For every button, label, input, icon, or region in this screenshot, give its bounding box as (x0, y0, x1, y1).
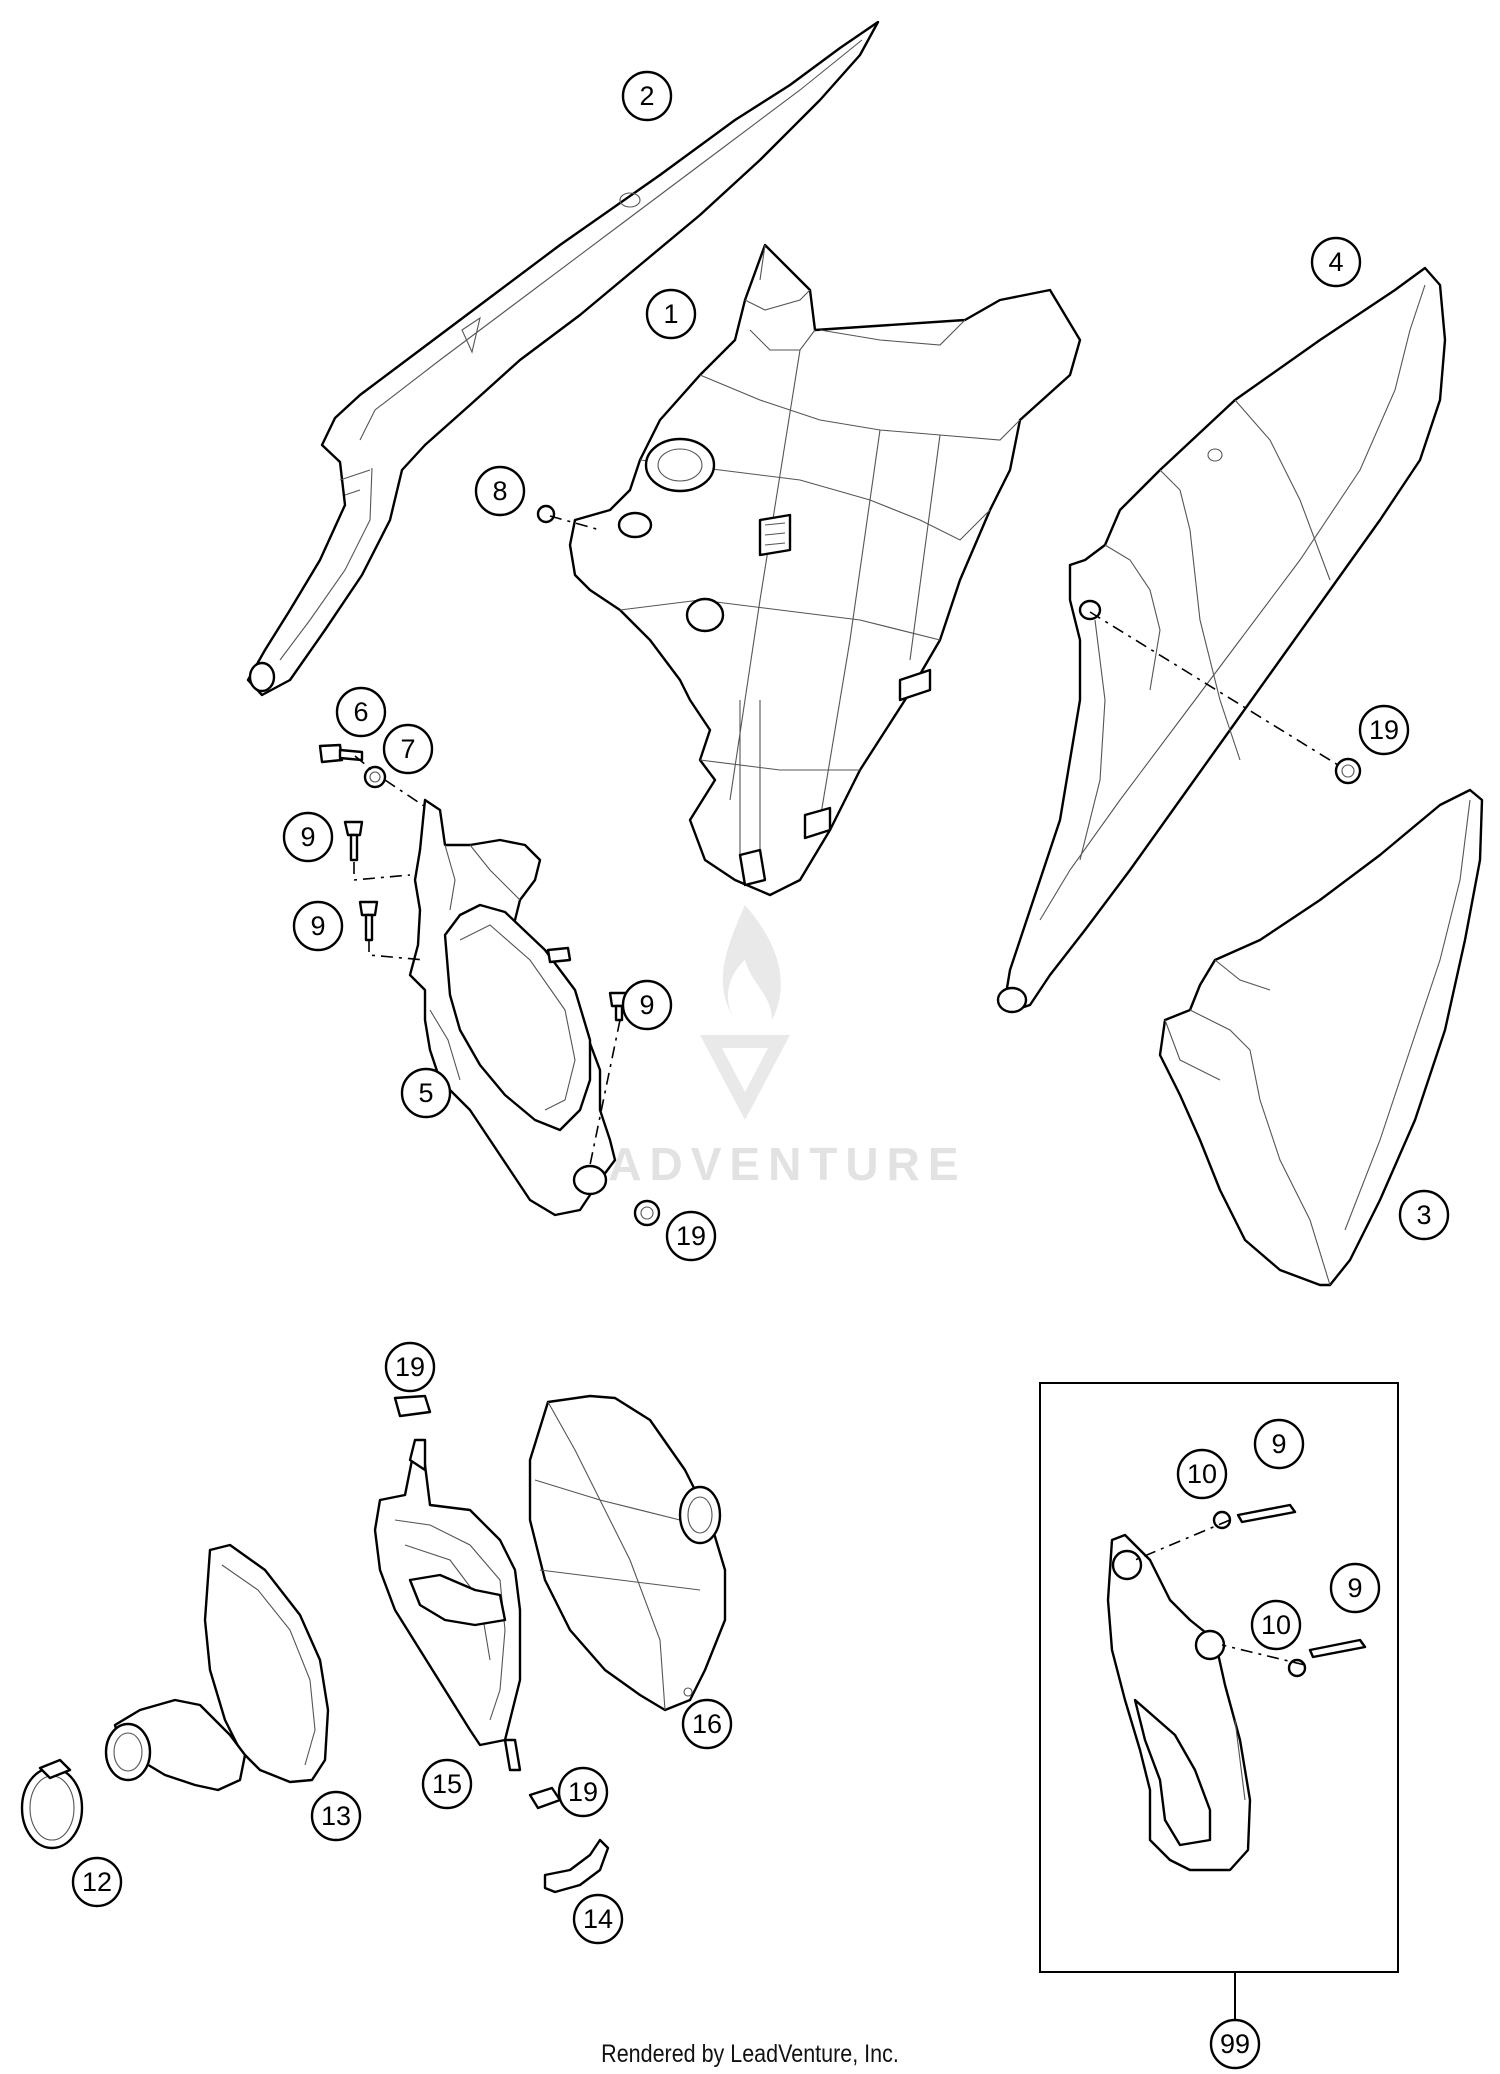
callout-label: 9 (639, 990, 654, 1020)
callout-19b: 19 (665, 1210, 717, 1262)
callout-3: 3 (1398, 1189, 1450, 1241)
callout-label: 7 (400, 734, 415, 764)
part-14-clip (543, 1838, 610, 1894)
callout-label: 10 (1261, 1610, 1291, 1640)
callout-label: 4 (1328, 247, 1343, 277)
callout-9e: 9 (1329, 1562, 1381, 1614)
callout-label: 9 (1347, 1573, 1362, 1603)
leader-lines (353, 515, 1339, 1666)
callout-label: 12 (82, 1867, 112, 1897)
callout-9c: 9 (621, 979, 673, 1031)
callout-label: 13 (321, 1801, 351, 1831)
callout-2: 2 (621, 70, 673, 122)
callout-15: 15 (421, 1758, 473, 1810)
callout-9b: 9 (292, 900, 344, 952)
callout-label: 5 (418, 1078, 433, 1108)
callout-label: 19 (1369, 715, 1399, 745)
callout-label: 9 (310, 911, 325, 941)
callout-12: 12 (71, 1856, 123, 1908)
callout-label: 8 (492, 476, 507, 506)
callout-10b: 10 (1250, 1599, 1302, 1651)
callout-1: 1 (645, 288, 697, 340)
part-12-hose-clamp (20, 1758, 84, 1850)
callout-label: 9 (300, 822, 315, 852)
callout-9d: 9 (1253, 1418, 1305, 1470)
callout-label: 16 (692, 1709, 722, 1739)
part-4-side-panel (996, 266, 1447, 1014)
hardware-upper (318, 504, 1362, 1227)
callout-label: 19 (676, 1221, 706, 1251)
render-credit: Rendered by LeadVenture, Inc. (601, 2040, 899, 2068)
callout-label: 19 (395, 1352, 425, 1382)
callout-9a: 9 (282, 811, 334, 863)
callout-label: 1 (663, 299, 678, 329)
callout-19a: 19 (1358, 704, 1410, 756)
part-3-side-panel (1158, 788, 1484, 1287)
callout-label: 10 (1187, 1459, 1217, 1489)
callout-19c: 19 (384, 1341, 436, 1393)
callout-4: 4 (1310, 236, 1362, 288)
callout-label: 99 (1220, 2029, 1250, 2059)
callout-label: 3 (1416, 1200, 1431, 1230)
callout-10a: 10 (1176, 1448, 1228, 1500)
kit-99-box (1039, 1382, 1399, 2025)
part-15-air-filter (373, 1438, 522, 1772)
callout-5: 5 (400, 1067, 452, 1119)
callout-7: 7 (382, 723, 434, 775)
part-2-cover-strip (246, 20, 880, 697)
callout-label: 6 (353, 697, 368, 727)
callout-99: 99 (1209, 2018, 1261, 2070)
part-13-intake-boot (104, 1543, 330, 1792)
callout-label: 19 (568, 1777, 598, 1807)
callout-label: 15 (432, 1769, 462, 1799)
callout-label: 14 (583, 1904, 613, 1934)
callout-13: 13 (310, 1790, 362, 1842)
callout-6: 6 (335, 686, 387, 738)
callout-label: 9 (1271, 1429, 1286, 1459)
callout-8: 8 (474, 465, 526, 517)
part-5-filter-holder (408, 798, 617, 1217)
callout-19d: 19 (557, 1766, 609, 1818)
part-16-cover (528, 1394, 727, 1712)
callout-label: 2 (639, 81, 654, 111)
part-1-air-box (568, 243, 1082, 897)
callout-16: 16 (681, 1698, 733, 1750)
callout-14: 14 (572, 1893, 624, 1945)
